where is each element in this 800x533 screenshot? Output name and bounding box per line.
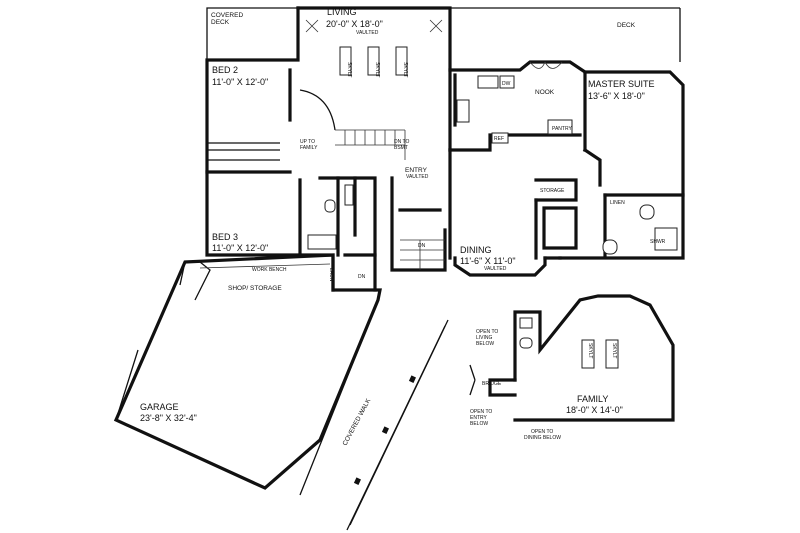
open-living-2: LIVING <box>476 335 493 341</box>
plan-notes: UP TO FAMILY DN TO BSMT DN DN WORK BENCH… <box>252 62 666 441</box>
family-size: 18'-0" X 14'-0" <box>566 405 623 415</box>
open-entry-2: ENTRY <box>470 415 488 421</box>
garage-size: 23'-8" X 32'-4" <box>140 413 197 423</box>
covered-deck-label-2: DECK <box>211 19 230 26</box>
living-label: LIVING <box>327 7 357 17</box>
laundry-label: LAUN <box>328 268 334 282</box>
bed3-label: BED 3 <box>212 232 238 242</box>
skylight-label-4: SKYLT <box>587 343 593 358</box>
storage-label: STORAGE <box>540 188 565 194</box>
living-note: VAULTED <box>356 30 379 36</box>
master-wall <box>558 70 685 260</box>
skylight-label-1: SKYLT <box>346 62 352 77</box>
covered-walk <box>299 299 449 531</box>
ref-label: REF <box>494 136 504 142</box>
dining-wall <box>453 256 547 277</box>
dining-note: VAULTED <box>484 266 507 272</box>
skylight-label-5: SKYLT <box>611 343 617 358</box>
walls <box>113 6 685 531</box>
dw-label: DW <box>502 81 511 87</box>
master-label: MASTER SUITE <box>588 79 655 89</box>
living-size: 20'-0" X 18'-0" <box>326 19 383 29</box>
dn-to-bsmt-2: BSMT <box>394 145 408 151</box>
stairs <box>299 89 445 270</box>
deck-label: DECK <box>617 22 636 29</box>
open-dining-1: OPEN TO <box>531 429 553 435</box>
nook-label: NOOK <box>535 89 555 96</box>
open-dining-2: DINING BELOW <box>524 435 561 441</box>
kitchen-wall <box>448 60 587 152</box>
skylight-label-3: SKYLT <box>402 62 408 77</box>
linen-label: LINEN <box>610 200 625 206</box>
dining-size: 11'-6" X 11'-0" <box>460 256 516 266</box>
open-living-3: BELOW <box>476 341 494 347</box>
covered-deck-label-1: COVERED <box>211 12 243 19</box>
family-wall <box>513 294 675 422</box>
dn-stair-label: DN <box>418 243 426 249</box>
open-living-1: OPEN TO <box>476 329 498 335</box>
up-to-family-1: UP TO <box>300 139 315 145</box>
work-bench-label: WORK BENCH <box>252 267 287 273</box>
bed2-label: BED 2 <box>212 65 238 75</box>
family-label: FAMILY <box>577 394 608 404</box>
dn-garage-label: DN <box>358 274 366 280</box>
garage-label: GARAGE <box>140 402 179 412</box>
shwr-label: SHWR <box>650 239 666 245</box>
dining-label: DINING <box>460 245 492 255</box>
entry-note: VAULTED <box>406 174 429 180</box>
pantry-label: PANTRY <box>552 126 572 132</box>
bed2-size: 11'-0" X 12'-0" <box>212 77 268 87</box>
entry-label: ENTRY <box>405 167 428 174</box>
covered-walk-label: COVERED WALK <box>342 397 373 447</box>
master-size: 13'-6" X 18'-0" <box>588 91 645 101</box>
open-entry-3: BELOW <box>470 421 488 427</box>
covered-deck-outline <box>206 7 298 60</box>
shop-label: SHOP/ STORAGE <box>228 285 282 292</box>
skylight-label-2: SKYLT <box>374 62 380 77</box>
bed3-size: 11'-0" X 12'-0" <box>212 243 268 253</box>
bridge-label: BRIDGE <box>482 381 502 387</box>
dn-to-bsmt-1: DN TO <box>394 139 409 145</box>
up-to-family-2: FAMILY <box>300 145 318 151</box>
open-entry-1: OPEN TO <box>470 409 492 415</box>
